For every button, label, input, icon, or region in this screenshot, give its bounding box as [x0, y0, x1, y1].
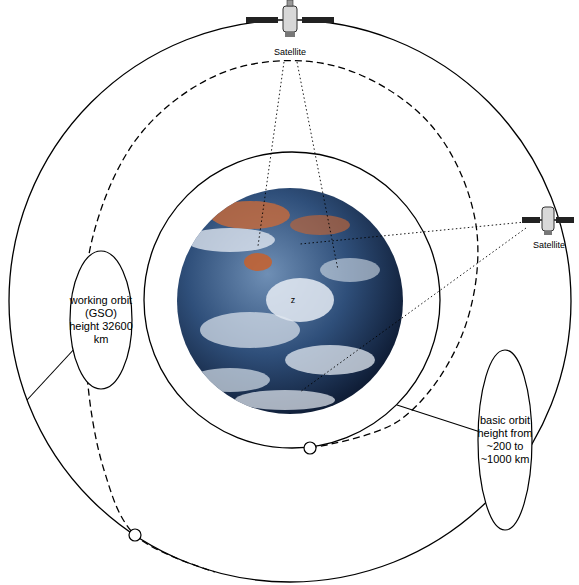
transfer-path	[84, 61, 477, 572]
orbit-height: height from ~200 to ~1000 km	[477, 427, 533, 466]
satellite-icon	[522, 207, 574, 235]
orbit-point	[304, 442, 316, 454]
orbit-callout: working orbit (GSO)height 32600 km	[69, 250, 133, 390]
orbit-name: working orbit (GSO)	[69, 294, 133, 320]
satellite-label: Satellite	[533, 240, 565, 250]
axis-label: z	[291, 295, 296, 305]
satellite-icon	[246, 0, 334, 37]
basic-orbit	[144, 152, 440, 448]
satellite-label: Satellite	[274, 47, 306, 57]
orbit-height: height 32600 km	[69, 320, 133, 346]
callout-body: working orbit (GSO)height 32600 km	[69, 250, 133, 390]
orbit-callout: basic orbitheight from ~200 to ~1000 km	[477, 349, 533, 531]
transfer-orbit	[84, 61, 477, 572]
callout-body: basic orbitheight from ~200 to ~1000 km	[477, 349, 533, 531]
earth	[177, 188, 403, 414]
orbit-name: basic orbit	[480, 414, 530, 427]
working-orbit	[9, 20, 571, 582]
orbit-point	[129, 529, 141, 541]
coverage-lines	[258, 62, 526, 392]
